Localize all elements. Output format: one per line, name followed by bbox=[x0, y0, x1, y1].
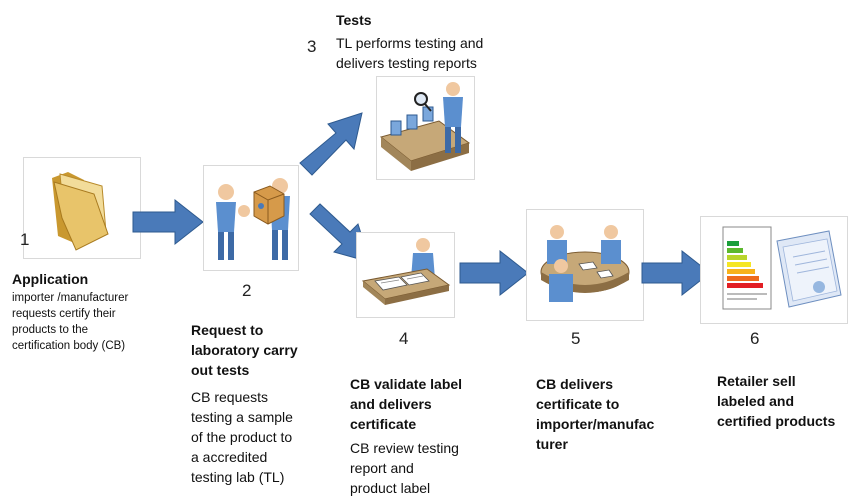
step2-title-line: out tests bbox=[191, 362, 250, 378]
step1-image-frame bbox=[23, 157, 141, 259]
step2-title-line: Request to bbox=[191, 322, 264, 338]
step4-number: 4 bbox=[399, 329, 409, 348]
step1-desc-line: requests certify their bbox=[12, 308, 116, 320]
arrow-step4-to-step5 bbox=[459, 249, 529, 297]
handover-package-icon bbox=[216, 178, 290, 260]
step6-image-frame bbox=[700, 216, 848, 324]
step6-title-line: certified products bbox=[717, 413, 836, 429]
step1-desc-line: certification body (CB) bbox=[12, 340, 126, 352]
step3-desc-line: delivers testing reports bbox=[336, 55, 477, 71]
step3-description: TL performs testing and delivers testing… bbox=[336, 33, 483, 73]
step1-title: Application bbox=[12, 271, 89, 287]
step4-title-line: and delivers bbox=[350, 396, 432, 412]
step6-title-line: labeled and bbox=[717, 393, 795, 409]
step4-title: CB validate label and delivers certifica… bbox=[350, 374, 462, 434]
step1-description: importer /manufacturer requests certify … bbox=[12, 290, 187, 354]
step1-desc-line: importer /manufacturer bbox=[12, 292, 129, 304]
step4-desc-line: CB review testing bbox=[350, 440, 459, 456]
step3-desc-line: TL performs testing and bbox=[336, 35, 484, 51]
step6-number: 6 bbox=[750, 329, 760, 348]
step2-description: CB requests testing a sample of the prod… bbox=[191, 387, 293, 487]
arrow-step5-to-step6 bbox=[641, 249, 711, 297]
step4-image-frame bbox=[356, 232, 455, 318]
step4-desc-line: report and bbox=[350, 460, 414, 476]
step2-number: 2 bbox=[242, 281, 252, 300]
step2-desc-line: testing lab (TL) bbox=[191, 469, 285, 485]
folder-icon bbox=[52, 172, 109, 251]
step4-title-line: CB validate label bbox=[350, 376, 463, 392]
testing-lab-icon bbox=[379, 82, 471, 171]
step5-title-line: CB delivers bbox=[536, 376, 614, 392]
step2-title-line: laboratory carry bbox=[191, 342, 298, 358]
step6-title: Retailer sell labeled and certified prod… bbox=[717, 371, 848, 431]
step1-number: 1 bbox=[20, 230, 30, 249]
meeting-table-icon bbox=[540, 225, 630, 302]
step3-image-frame bbox=[376, 76, 475, 180]
step1-desc-line: products to the bbox=[12, 324, 89, 336]
document-review-icon bbox=[361, 238, 451, 305]
step2-title: Request to laboratory carry out tests bbox=[191, 320, 298, 380]
step6-title-line: Retailer sell bbox=[717, 373, 796, 389]
step5-title-line: importer/manufac bbox=[536, 416, 655, 432]
step5-number: 5 bbox=[571, 329, 581, 348]
step4-title-line: certificate bbox=[350, 416, 417, 432]
step2-image-frame bbox=[203, 165, 299, 271]
step2-desc-line: testing a sample bbox=[191, 409, 293, 425]
energy-label-certificate-icon bbox=[722, 226, 842, 310]
step2-desc-line: a accredited bbox=[191, 449, 268, 465]
step5-title-line: turer bbox=[536, 436, 568, 452]
step3-number: 3 bbox=[307, 37, 317, 56]
step5-title: CB delivers certificate to importer/manu… bbox=[536, 374, 654, 454]
step2-desc-line: CB requests bbox=[191, 389, 269, 405]
step5-image-frame bbox=[526, 209, 644, 321]
step5-title-line: certificate to bbox=[536, 396, 620, 412]
step4-description: CB review testing report and product lab… bbox=[350, 438, 459, 498]
step2-desc-line: of the product to bbox=[191, 429, 293, 445]
step3-title: Tests bbox=[336, 12, 372, 28]
arrow-step2-to-step3 bbox=[299, 112, 363, 176]
step4-desc-line: product label bbox=[350, 480, 431, 496]
arrow-step1-to-step2 bbox=[132, 198, 204, 246]
